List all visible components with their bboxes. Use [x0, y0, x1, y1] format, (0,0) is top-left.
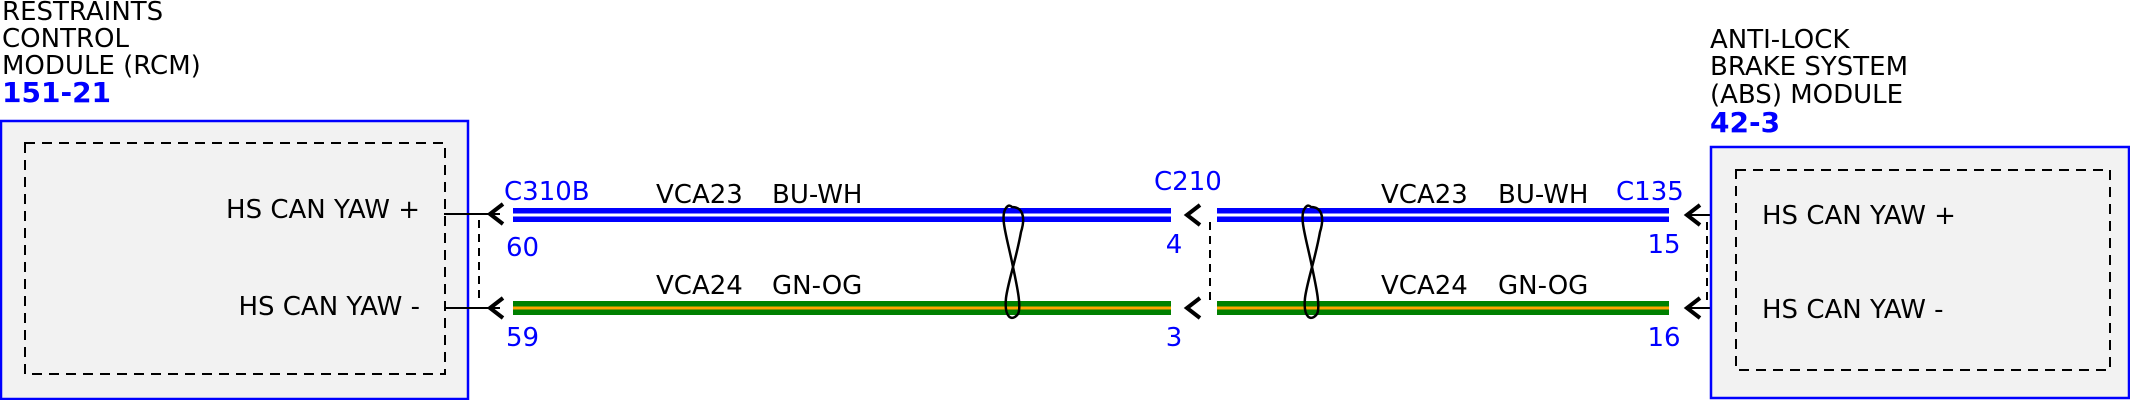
c210-pin-top: 4	[1166, 230, 1183, 260]
rcm-pin-label-can-plus: HS CAN YAW +	[226, 195, 420, 225]
abs-reference-link[interactable]: 42-3	[1710, 106, 1780, 139]
wire-vca24-segment-2-stripe	[1217, 306, 1669, 310]
abs-pin-label-can-plus: HS CAN YAW +	[1762, 201, 1956, 231]
c210-connector-label[interactable]: C210	[1154, 167, 1222, 197]
wire-vca24-circuit-label-1: VCA24	[656, 271, 743, 301]
abs-module-box	[1709, 145, 2130, 400]
c135-pin-15-connector-icon	[1683, 203, 1702, 227]
wire-vca24-segment-1-stripe	[513, 306, 1171, 310]
wire-vca23-color-label-1: BU-WH	[772, 180, 862, 210]
wire-vca23-circuit-label-2: VCA23	[1381, 180, 1468, 210]
rcm-pin-label-can-minus: HS CAN YAW -	[238, 292, 420, 322]
c135-pin-bottom: 16	[1647, 323, 1680, 353]
rcm-module-box	[0, 119, 470, 400]
c210-pin-4-connector-icon	[1183, 203, 1202, 227]
abs-name-line-3: (ABS) MODULE	[1710, 80, 1903, 110]
rcm-name-line-3: MODULE (RCM)	[2, 51, 201, 81]
c135-connector-label[interactable]: C135	[1616, 177, 1684, 207]
wire-vca23-color-label-2: BU-WH	[1498, 180, 1588, 210]
wire-vca23-segment-1-stripe	[513, 213, 1171, 217]
c210-pin-3-connector-icon	[1183, 296, 1202, 320]
twisted-pair-symbol-2	[1301, 204, 1324, 319]
wire-vca23-segment-2-stripe	[1217, 213, 1669, 217]
wire-vca24-color-label-1: GN-OG	[772, 271, 862, 301]
rcm-module-inner-dashed	[24, 142, 446, 375]
c310b-pin-bottom: 59	[506, 323, 539, 353]
rcm-reference-link[interactable]: 151-21	[2, 76, 111, 109]
twisted-pair-symbol-1	[1002, 204, 1025, 319]
wire-vca24-color-label-2: GN-OG	[1498, 271, 1588, 301]
wire-vca24-circuit-label-2: VCA24	[1381, 271, 1468, 301]
c135-pin-top: 15	[1647, 230, 1680, 260]
wire-vca23-circuit-label-1: VCA23	[656, 180, 743, 210]
abs-name-line-2: BRAKE SYSTEM	[1710, 52, 1908, 82]
c210-pin-bottom: 3	[1166, 323, 1183, 353]
c310b-pin-59-connector-icon	[486, 296, 505, 320]
c135-pin-16-connector-icon	[1683, 296, 1702, 320]
abs-module-inner-dashed	[1735, 169, 2111, 371]
rcm-name-line-2: CONTROL	[2, 24, 129, 54]
rcm-name-line-1: RESTRAINTS	[2, 0, 163, 27]
abs-name-line-1: ANTI-LOCK	[1710, 25, 1850, 55]
abs-pin-label-can-minus: HS CAN YAW -	[1762, 295, 1944, 325]
c310b-connector-label[interactable]: C310B	[504, 177, 590, 207]
c310b-pin-top: 60	[506, 233, 539, 263]
c310b-pin-60-connector-icon	[486, 202, 505, 226]
